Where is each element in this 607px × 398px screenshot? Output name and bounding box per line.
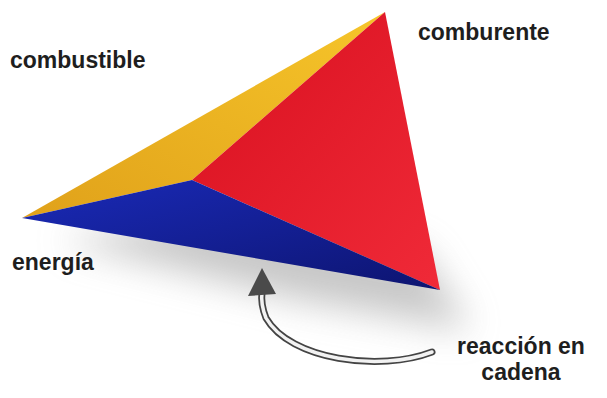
- curved-arrow-body: [262, 292, 432, 361]
- arrow-head: [248, 268, 276, 296]
- chain-reaction-label: reacción en cadena: [442, 334, 600, 386]
- curved-arrow-outline: [262, 292, 432, 361]
- oxidizer-label: comburente: [418, 20, 550, 46]
- fuel-label: combustible: [10, 48, 145, 74]
- energy-label: energía: [12, 250, 94, 276]
